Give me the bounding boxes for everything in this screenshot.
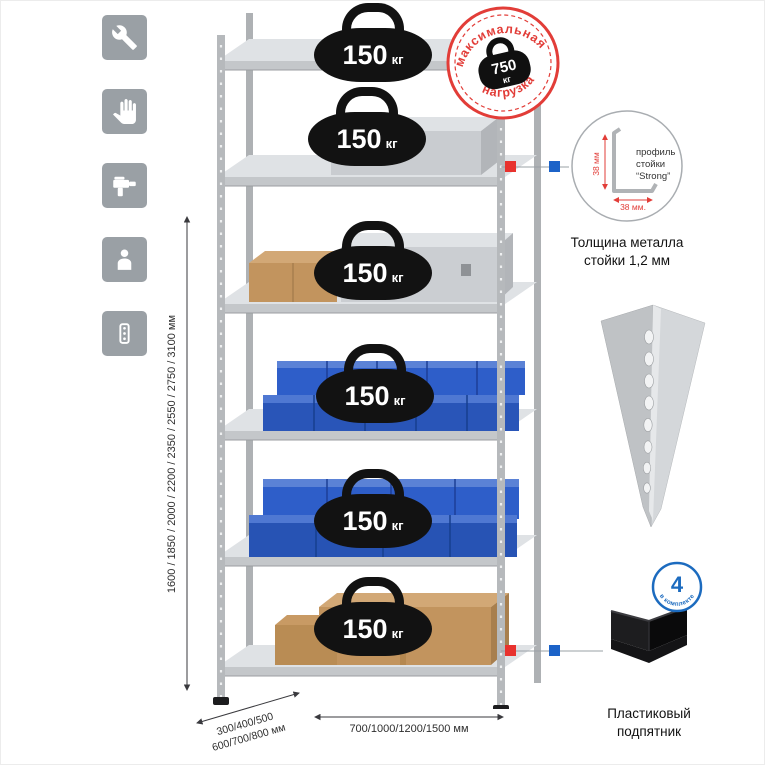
weight-badge: 150 кг — [308, 87, 426, 166]
kettlebell-body: 150 кг — [314, 494, 432, 548]
profile-callout: 38 мм 38 мм. профиль стойки “Strong” — [571, 110, 683, 222]
shelf-load-value: 150 — [342, 258, 388, 288]
foot-caption-line1: Пластиковый — [607, 706, 691, 721]
foot-caption: Пластиковый подпятник — [584, 705, 714, 740]
rack-back-posts — [246, 13, 541, 683]
included-count-badge: 4 в комплекте — [651, 561, 703, 613]
kettlebell-handle-icon — [344, 344, 406, 374]
shelf-load-unit: кг — [385, 136, 398, 151]
height-dimension-label: 1600 / 1850 / 2000 / 2200 / 2350 / 2550 … — [166, 314, 178, 594]
profile-drawing — [612, 127, 658, 193]
weight-badge: 150 кг — [314, 3, 432, 82]
shelf-load-unit: кг — [391, 518, 404, 533]
shelf-load-unit: кг — [391, 52, 404, 67]
badge-count: 4 — [671, 572, 684, 597]
drill-icon — [102, 163, 147, 208]
kettlebell-handle-icon — [342, 469, 404, 499]
person-icon — [102, 237, 147, 282]
perforation-holes — [642, 329, 654, 494]
shelf-load-value: 150 — [344, 381, 390, 411]
gloves-icon — [102, 89, 147, 134]
foot-caption-line2: подпятник — [616, 723, 682, 739]
profile-text-line1: профиль — [636, 147, 675, 158]
weight-badge: 150 кг — [316, 344, 434, 423]
shelf-load-value: 150 — [342, 40, 388, 70]
weight-badge: 150 кг — [314, 469, 432, 548]
shelf-load-value: 150 — [336, 124, 382, 154]
weight-badge: 150 кг — [314, 577, 432, 656]
shelf-load-value: 150 — [342, 506, 388, 536]
max-load-stamp: максимальная нагрузка 750 кг — [431, 1, 575, 135]
angle-post-image — [600, 304, 706, 528]
shelf-load-unit: кг — [391, 626, 404, 641]
shelf-load-value: 150 — [342, 614, 388, 644]
weight-badge: 150 кг — [314, 221, 432, 300]
perforated-profile-icon — [102, 311, 147, 356]
shelf-load-unit: кг — [393, 393, 406, 408]
wrench-icon — [102, 15, 147, 60]
profile-text-line3: “Strong” — [636, 171, 670, 182]
profile-caption-line2: стойки 1,2 мм — [583, 252, 671, 268]
kettlebell-handle-icon — [342, 221, 404, 251]
profile-caption-line1: Толщина металла — [570, 235, 684, 250]
kettlebell-handle-icon — [342, 3, 404, 33]
kettlebell-body: 150 кг — [314, 246, 432, 300]
profile-text-line2: стойки — [636, 159, 665, 170]
stamp-weight-unit: кг — [502, 74, 513, 86]
kettlebell-handle-icon — [342, 577, 404, 607]
kettlebell-body: 150 кг — [308, 112, 426, 166]
kettlebell-handle-icon — [336, 87, 398, 117]
width-dimension-label: 700/1000/1200/1500 мм — [349, 723, 469, 735]
shelf-load-unit: кг — [391, 270, 404, 285]
profile-dim-horizontal: 38 мм. — [620, 202, 646, 212]
kettlebell-body: 150 кг — [316, 369, 434, 423]
stamp-kettlebell-icon: 750 кг — [478, 37, 531, 90]
profile-caption: Толщина металла стойки 1,2 мм — [557, 234, 697, 269]
profile-dim-vertical: 38 мм — [591, 152, 601, 176]
kettlebell-body: 150 кг — [314, 28, 432, 82]
kettlebell-body: 150 кг — [314, 602, 432, 656]
stamp-weight-value: 750 — [490, 56, 518, 78]
